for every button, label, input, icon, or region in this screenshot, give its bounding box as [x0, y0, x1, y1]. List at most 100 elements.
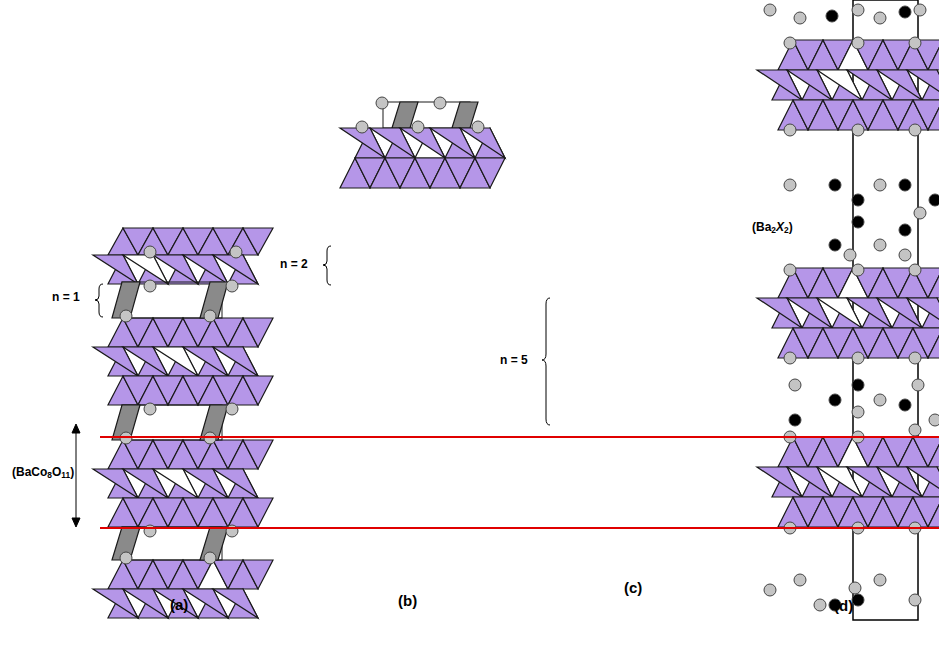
red-guide-line: [100, 527, 939, 529]
barium-ion: [814, 599, 826, 611]
anion-dot: [899, 399, 911, 411]
barium-ion: [204, 552, 216, 564]
barium-ion: [909, 264, 921, 276]
barium-ion: [909, 594, 921, 606]
barium-ion: [784, 264, 796, 276]
barium-ion: [784, 179, 796, 191]
panel-label: (d): [834, 598, 853, 615]
barium-ion: [144, 280, 156, 292]
octahedron-face: [213, 469, 258, 498]
barium-ion: [434, 97, 446, 109]
barium-ion: [144, 246, 156, 258]
barium-ion: [226, 280, 238, 292]
anion-dot: [829, 179, 841, 191]
barium-ion: [874, 179, 886, 191]
anion-dot: [829, 239, 841, 251]
barium-ion: [120, 310, 132, 322]
layer-count: n = 1: [52, 291, 80, 304]
octahedron-face: [243, 560, 273, 589]
barium-ion: [909, 124, 921, 136]
octahedron-face: [243, 228, 273, 255]
octahedron-face: [928, 100, 939, 130]
barium-ion: [226, 525, 238, 537]
barium-ion: [764, 584, 776, 596]
barium-ion: [784, 352, 796, 364]
barium-ion: [120, 552, 132, 564]
barium-ion: [472, 121, 484, 133]
anion-dot: [829, 394, 841, 406]
braces: [95, 246, 550, 425]
barium-ion: [874, 239, 886, 251]
octahedron-face: [243, 376, 273, 405]
barium-ion: [912, 379, 924, 391]
barium-ion: [874, 394, 886, 406]
octahedron-face: [928, 497, 939, 527]
octahedron-face: [460, 128, 505, 158]
barium-ion: [852, 37, 864, 49]
octahedron-face: [475, 158, 505, 188]
barium-ion: [929, 414, 939, 426]
anion-dot: [789, 414, 801, 426]
barium-ion: [789, 379, 801, 391]
barium-ion: [909, 424, 921, 436]
octahedron-face: [907, 467, 939, 497]
barium-ion: [794, 12, 806, 24]
barium-ion: [874, 12, 886, 24]
octahedron-face: [213, 255, 258, 284]
octahedron-face: [907, 70, 939, 100]
barium-ion: [784, 124, 796, 136]
panel-label: (a): [170, 597, 188, 614]
barium-ion: [844, 249, 856, 261]
barium-ion: [909, 352, 921, 364]
barium-ion: [784, 37, 796, 49]
octahedron-face: [928, 268, 939, 298]
barium-ion: [914, 207, 926, 219]
barium-ion: [144, 403, 156, 415]
octahedron-face: [928, 40, 939, 70]
anion-dot: [899, 224, 911, 236]
anion-dot: [852, 594, 864, 606]
octahedron-face: [928, 437, 939, 467]
octahedron-face: [928, 328, 939, 358]
barium-ion: [852, 264, 864, 276]
barium-ion: [899, 249, 911, 261]
barium-ion: [852, 4, 864, 16]
barium-ion: [874, 574, 886, 586]
layer-count: n = 2: [280, 258, 308, 271]
octahedron-face: [243, 440, 273, 469]
barium-ion: [852, 406, 864, 418]
octahedron-face: [213, 347, 258, 376]
octahedron-face: [213, 589, 258, 618]
block-formula: (Ba2X2): [752, 221, 793, 235]
barium-ion: [226, 403, 238, 415]
anion-dot: [899, 6, 911, 18]
barium-ion: [356, 121, 368, 133]
anion-dot: [929, 194, 939, 206]
panel-label: (b): [398, 593, 417, 610]
anion-dot: [899, 179, 911, 191]
anion-dot: [852, 216, 864, 228]
panel-label: (c): [624, 580, 642, 597]
barium-ion: [204, 310, 216, 322]
anion-dot: [826, 10, 838, 22]
barium-ion: [914, 4, 926, 16]
octahedron-face: [243, 498, 273, 527]
barium-ion: [849, 582, 861, 594]
barium-ion: [794, 574, 806, 586]
block-formula: (BaCo8O11): [12, 466, 74, 480]
barium-ion: [144, 525, 156, 537]
barium-ion: [909, 37, 921, 49]
barium-ion: [412, 121, 424, 133]
anion-dot: [852, 194, 864, 206]
barium-ion: [764, 4, 776, 16]
barium-ion: [852, 124, 864, 136]
layer-count: n = 5: [500, 354, 528, 367]
barium-ion: [376, 97, 388, 109]
barium-ion: [230, 246, 242, 258]
anion-dot: [852, 379, 864, 391]
octahedron-face: [243, 318, 273, 347]
octahedron-face: [907, 298, 939, 328]
red-guide-line: [100, 436, 939, 438]
